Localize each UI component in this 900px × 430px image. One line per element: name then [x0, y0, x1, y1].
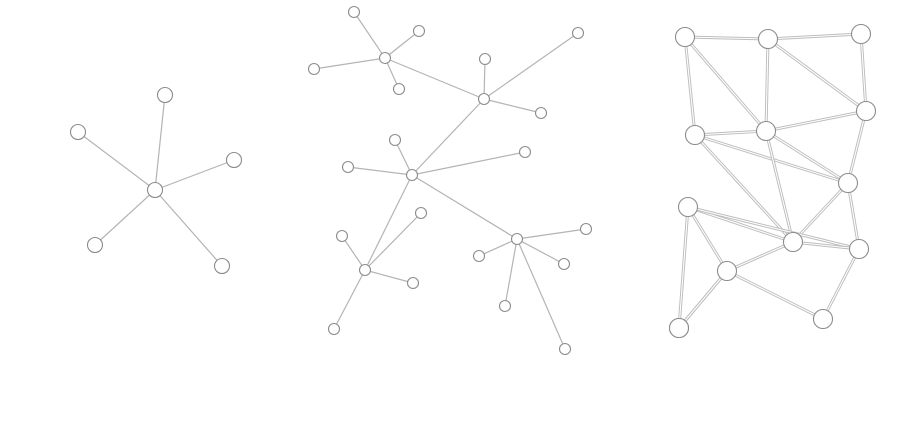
node-c	[405, 168, 419, 182]
node-e5	[498, 299, 512, 313]
edge-m9-m11	[726, 241, 794, 272]
edge-b-b1	[483, 32, 579, 100]
edge-m1-m5	[684, 36, 767, 132]
edge-m4-m5	[694, 130, 767, 136]
edge-c-e	[411, 174, 518, 240]
node-b	[477, 92, 491, 106]
edge-hub-n1	[154, 94, 166, 191]
edge-m5-m7	[765, 130, 849, 184]
node-c1	[518, 145, 532, 159]
node-d3	[406, 276, 420, 290]
node-m3	[850, 23, 872, 45]
node-a2	[412, 24, 426, 38]
edge-e-e1	[516, 228, 587, 240]
node-m13	[812, 308, 834, 330]
edge-m8-m12	[678, 206, 689, 329]
node-m11	[716, 260, 738, 282]
node-a4	[392, 82, 406, 96]
node-hub	[146, 181, 164, 199]
triangular-mesh-diagram	[668, 23, 877, 339]
edge-m8-m10	[687, 206, 860, 250]
edge-a-a3	[313, 57, 386, 70]
edge-m11-m13	[726, 270, 824, 320]
edge-d-d3	[364, 269, 414, 284]
edge-m3-m6	[860, 33, 867, 112]
edge-c-d	[364, 174, 413, 271]
node-m7	[837, 172, 859, 194]
edge-a-a2	[384, 30, 420, 59]
node-e4	[558, 342, 572, 356]
hierarchical-tree-diagram	[307, 5, 593, 356]
edge-hub-n4	[94, 189, 156, 246]
edge-b-b3	[483, 98, 542, 114]
edge-m7-m9	[792, 182, 849, 243]
node-m2	[757, 28, 779, 50]
edge-m5-m6	[765, 110, 867, 132]
node-b3	[534, 106, 548, 120]
node-m6	[855, 100, 877, 122]
edge-hub-n3	[154, 159, 235, 191]
node-e2	[472, 249, 486, 263]
edge-m1-m2	[684, 36, 769, 40]
edge-m5-m9	[765, 130, 794, 243]
node-a3	[307, 62, 321, 76]
node-n1	[156, 86, 174, 104]
node-n5	[213, 257, 231, 275]
edge-e-e3	[516, 238, 565, 265]
node-m4	[684, 124, 706, 146]
node-m5	[755, 120, 777, 142]
edge-hub-n2	[77, 131, 156, 191]
edge-m2-m5	[765, 38, 769, 132]
node-m10	[848, 238, 870, 260]
node-a1	[347, 5, 361, 19]
node-m14	[668, 317, 690, 339]
edge-d-d2	[341, 235, 366, 271]
edge-hub-n5	[154, 189, 223, 267]
edge-b-c	[411, 98, 485, 176]
edge-c-c2	[394, 139, 413, 176]
edge-a-b	[384, 57, 485, 100]
edge-m4-m9	[694, 134, 794, 243]
node-a	[378, 51, 392, 65]
node-m8	[677, 196, 699, 218]
node-m1	[674, 26, 696, 48]
edge-b-b2	[483, 58, 486, 100]
edge-m10-m13	[822, 248, 860, 320]
edge-m2-m6	[767, 38, 867, 112]
node-m9	[782, 231, 804, 253]
edge-e-e4	[516, 238, 566, 350]
edge-m9-m10	[792, 241, 860, 250]
edge-c-c1	[411, 151, 526, 176]
node-n2	[69, 123, 87, 141]
edge-m2-m3	[767, 33, 862, 40]
edge-d-d1	[364, 212, 422, 271]
edge-d-d4	[333, 269, 366, 330]
edge-m11-m14	[678, 270, 728, 329]
node-n4	[86, 236, 104, 254]
node-e3	[557, 257, 571, 271]
node-d	[358, 263, 372, 277]
edge-m7-m10	[847, 182, 860, 250]
edge-e-e5	[504, 238, 518, 307]
edge-m8-m11	[687, 206, 728, 272]
node-e1	[579, 222, 593, 236]
edge-a-a1	[353, 11, 386, 59]
node-d2	[335, 229, 349, 243]
node-b2	[478, 52, 492, 66]
node-d4	[327, 322, 341, 336]
edge-m6-m7	[847, 110, 867, 184]
node-n3	[225, 151, 243, 169]
edge-e-e2	[478, 238, 518, 257]
node-b1	[571, 26, 585, 40]
node-c3	[341, 160, 355, 174]
edge-m1-m4	[684, 36, 696, 136]
star-diagram	[69, 86, 243, 275]
node-d1	[414, 206, 428, 220]
node-c2	[388, 133, 402, 147]
node-e	[510, 232, 524, 246]
edge-c-c3	[347, 166, 413, 176]
